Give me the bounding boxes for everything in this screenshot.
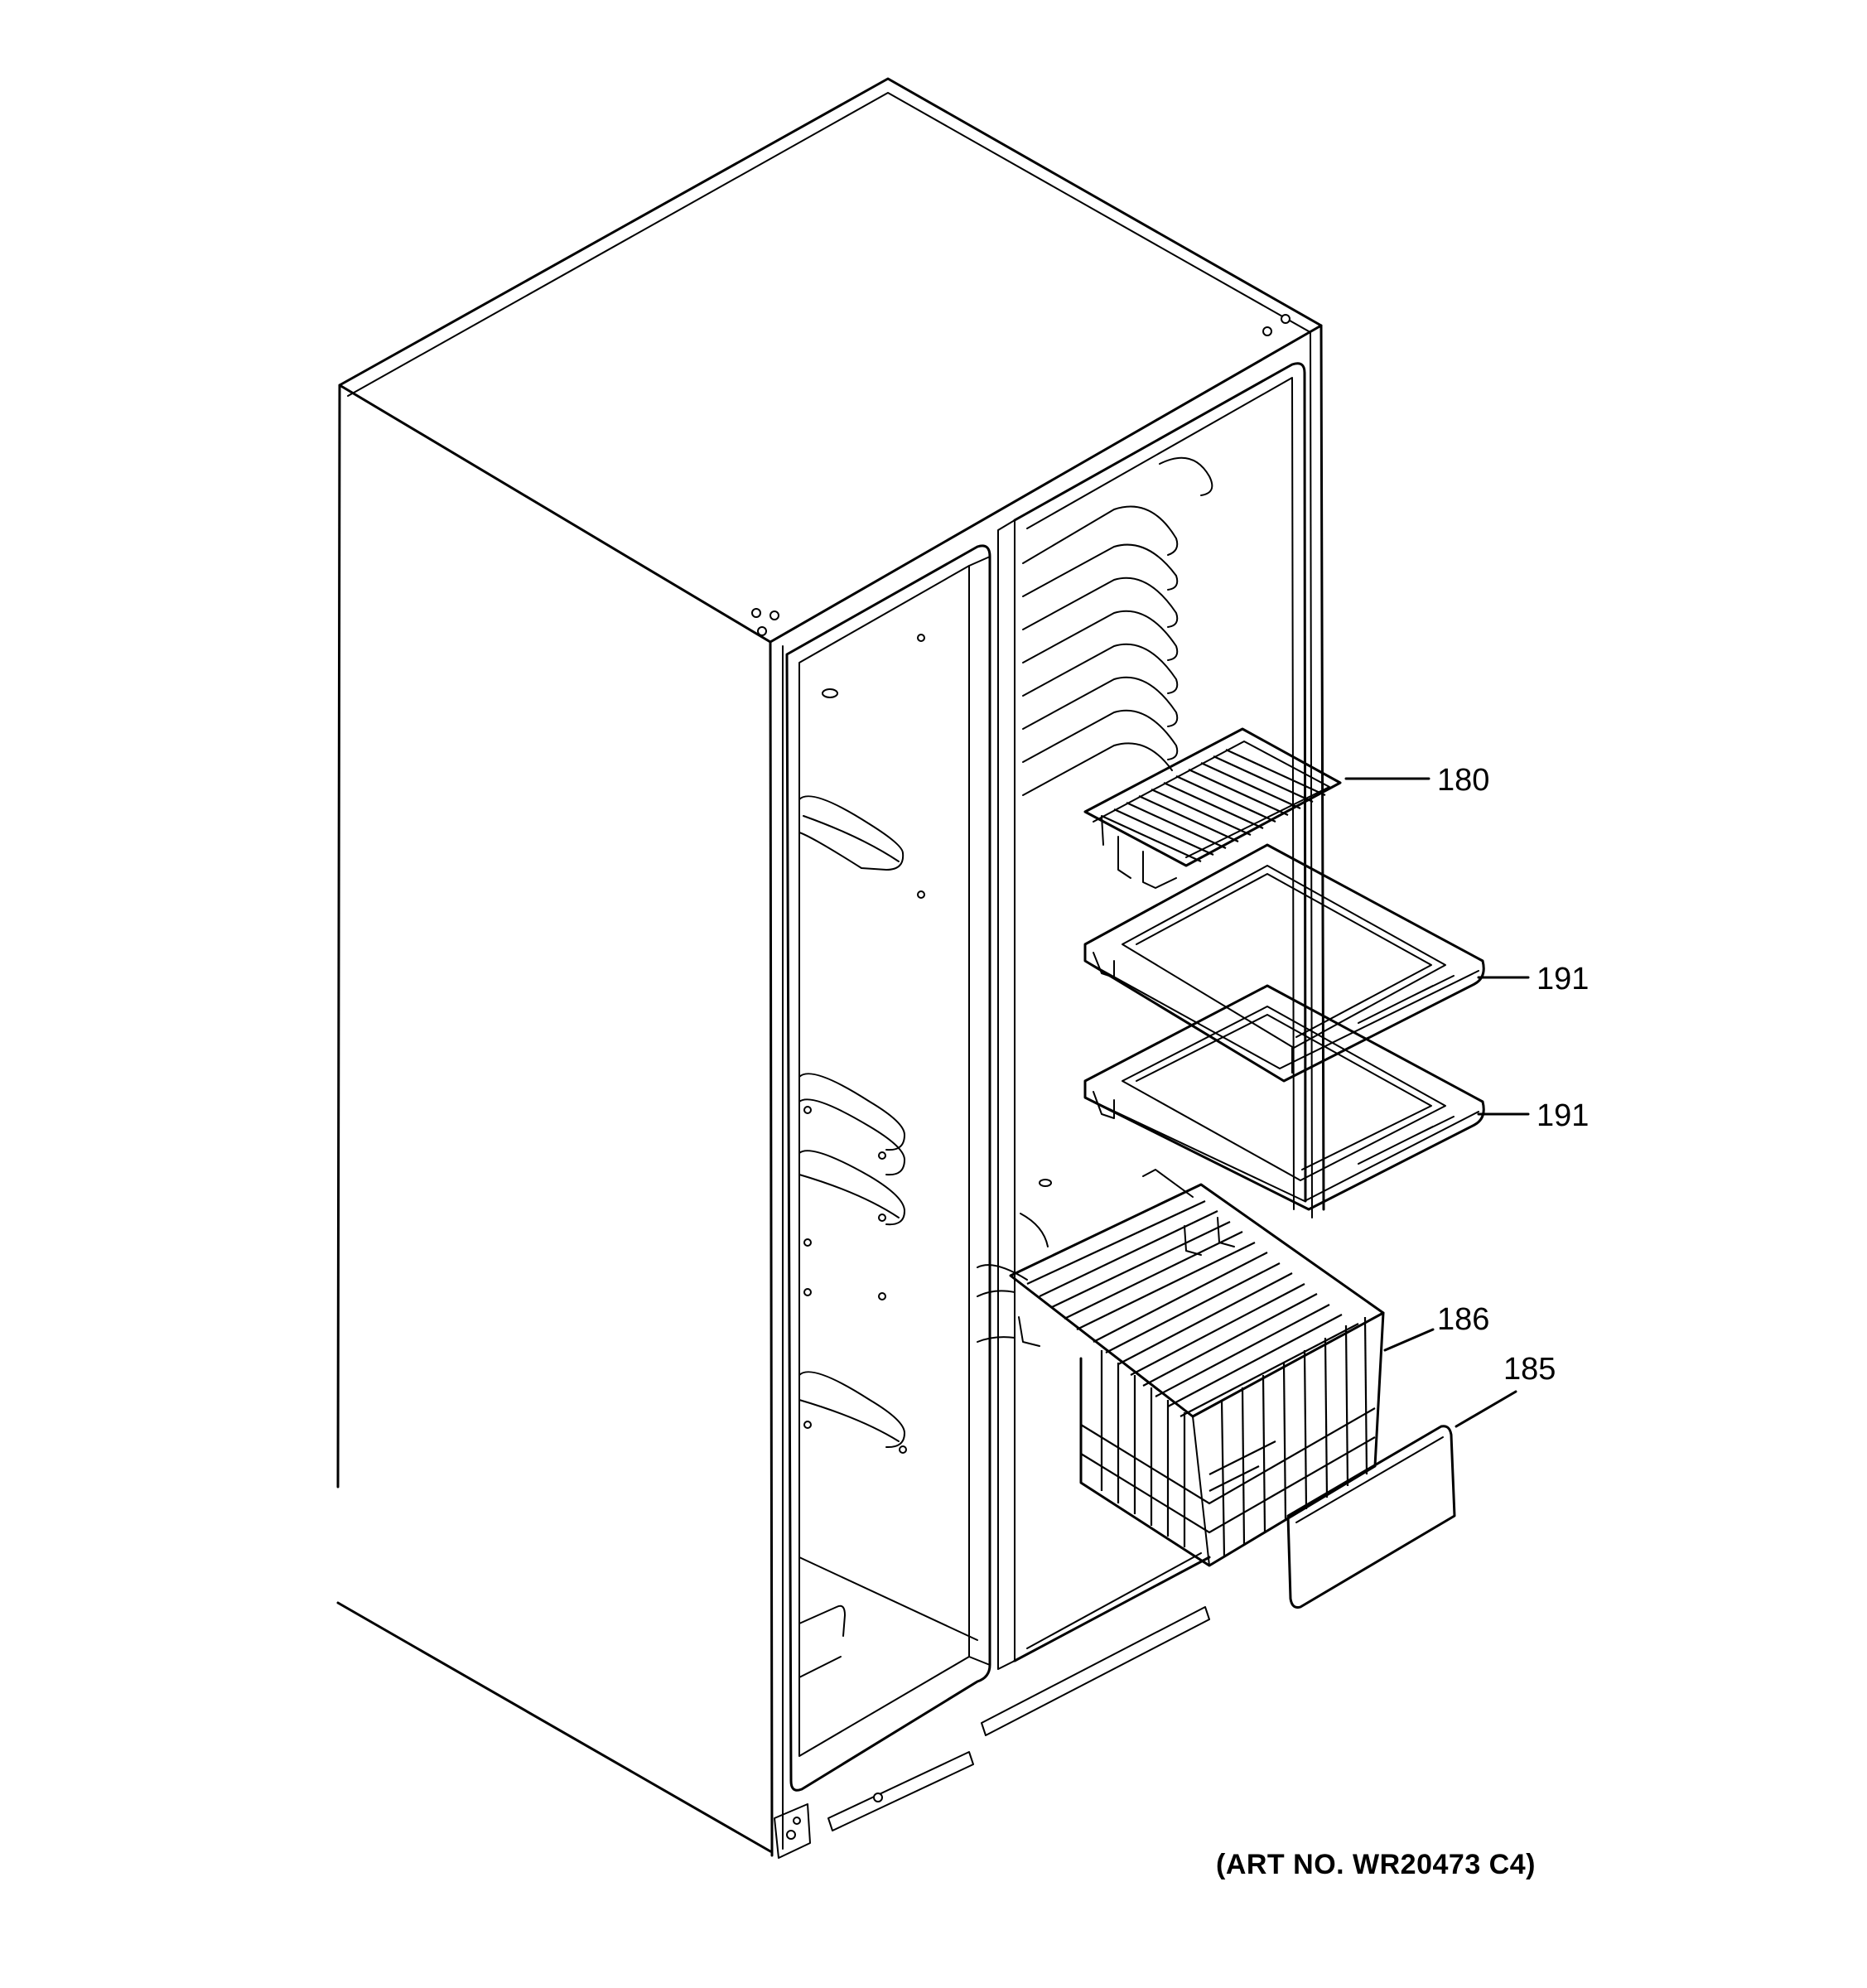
callout-185: 185 <box>1503 1352 1556 1387</box>
callouts: 180 191 191 186 185 <box>1344 763 1589 1428</box>
art-number: (ART NO. WR20473 C4) <box>1216 1849 1536 1880</box>
freezer-liner <box>774 362 1307 1859</box>
wire-shelf <box>1083 727 1342 889</box>
callout-191-upper: 191 <box>1537 962 1589 996</box>
fresh-food-liner <box>785 544 991 1792</box>
glass-shelf-lower <box>1083 984 1485 1211</box>
cabinet-body <box>336 77 1325 1857</box>
wire-basket <box>977 1183 1385 1567</box>
callout-186: 186 <box>1437 1302 1489 1337</box>
callout-180: 180 <box>1437 763 1489 798</box>
center-mullion <box>977 519 1016 1670</box>
basket-front-panel <box>1286 1425 1456 1609</box>
callout-191-lower: 191 <box>1537 1098 1589 1133</box>
freezer-rails <box>1022 456 1213 796</box>
glass-shelf-upper <box>1083 843 1485 1083</box>
